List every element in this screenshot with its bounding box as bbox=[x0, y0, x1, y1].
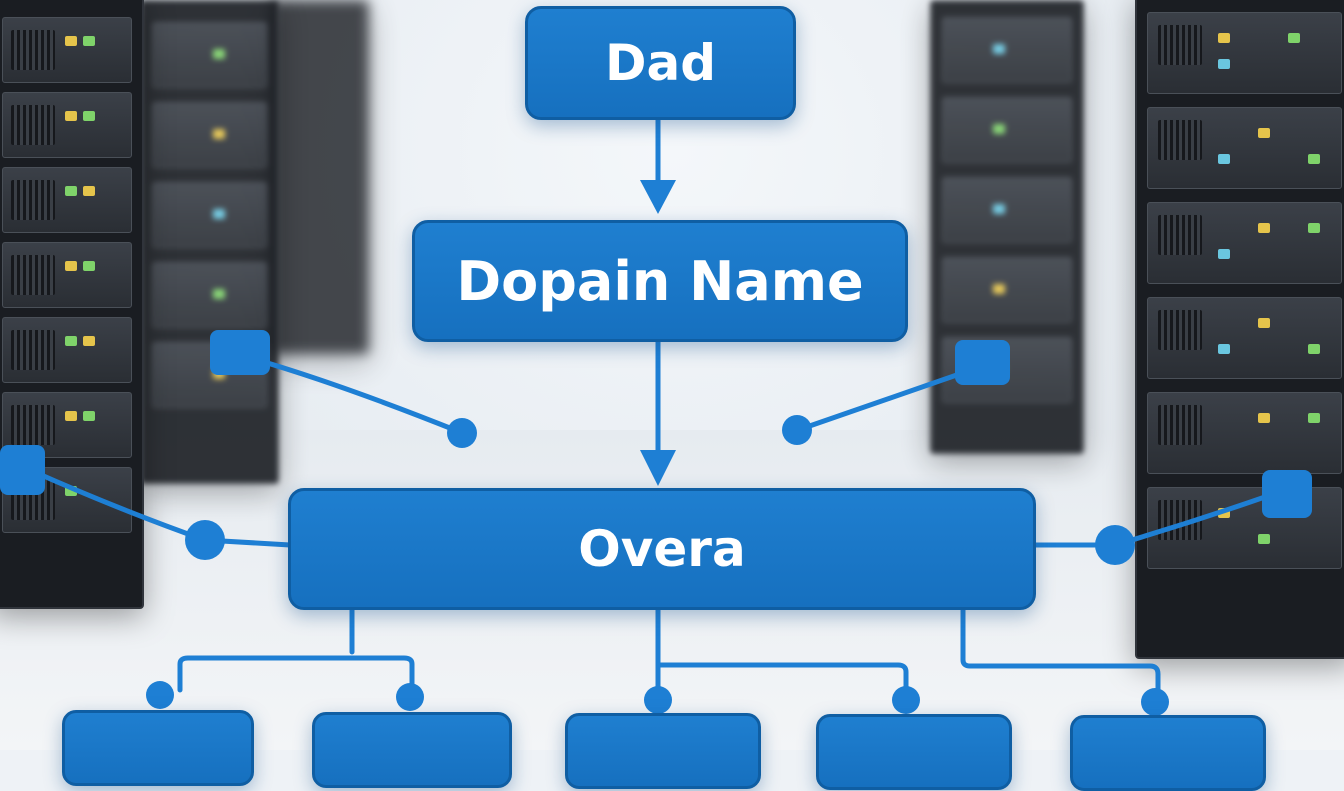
branch-right bbox=[960, 602, 1161, 693]
connector-plug-3 bbox=[0, 445, 45, 495]
branch-knob-5 bbox=[1141, 688, 1169, 716]
connector-plug-2 bbox=[955, 340, 1010, 385]
branch-left bbox=[177, 602, 415, 693]
connector-plug-4 bbox=[1262, 470, 1312, 518]
cable-end-3 bbox=[185, 520, 225, 560]
node-dad: Dad bbox=[525, 6, 796, 120]
server-rack-mid-left bbox=[140, 0, 279, 484]
node-dad-label: Dad bbox=[604, 34, 717, 92]
branch-knob-3 bbox=[644, 686, 672, 714]
cable-end-1 bbox=[447, 418, 477, 448]
connector-lines bbox=[0, 115, 1312, 716]
branch-knob-1 bbox=[146, 681, 174, 709]
leaf-node-4 bbox=[816, 714, 1012, 790]
leaf-node-2 bbox=[312, 712, 512, 788]
cable-left-upper bbox=[237, 352, 463, 435]
arrow-head-1 bbox=[640, 180, 676, 214]
node-domain-name: Dopain Name bbox=[412, 220, 908, 342]
branch-knob-2 bbox=[396, 683, 424, 711]
node-hub: Overa bbox=[288, 488, 1036, 610]
cable-end-4 bbox=[1095, 525, 1135, 565]
node-domain-name-label: Dopain Name bbox=[456, 249, 864, 313]
connector-plug-1 bbox=[210, 330, 270, 375]
cable-right-lower bbox=[1027, 487, 1288, 548]
leaf-node-1 bbox=[62, 710, 254, 786]
branch-center bbox=[655, 602, 909, 693]
leaf-node-5 bbox=[1070, 715, 1266, 791]
cable-end-2 bbox=[782, 415, 812, 445]
leaf-node-3 bbox=[565, 713, 761, 789]
cable-left-lower bbox=[27, 467, 293, 548]
node-hub-label: Overa bbox=[578, 520, 746, 578]
arrow-head-2 bbox=[640, 450, 676, 486]
branch-knob-4 bbox=[892, 686, 920, 714]
